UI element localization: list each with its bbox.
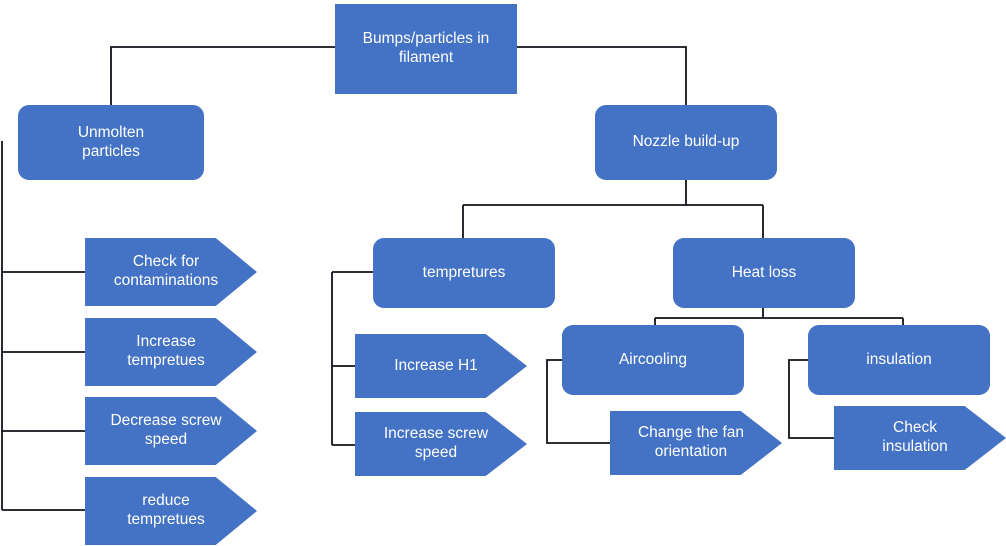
node-reduce-tempretues[interactable]: reduce tempretues (85, 477, 257, 545)
node-check-for-contaminations[interactable]: Check for contaminations (85, 238, 257, 306)
node-label-increase-h1: Increase H1 (394, 356, 478, 374)
node-nozzle-build-up[interactable]: Nozzle build-up (595, 105, 777, 180)
node-label-increase-tempretues: Increase tempretues (127, 333, 205, 369)
connector-root-to-unmolten (110, 46, 426, 105)
node-root[interactable]: Bumps/particles in filament (335, 4, 517, 94)
node-label-change-the-fan-orientation: Change the fan orientation (637, 424, 744, 460)
node-increase-screw-speed[interactable]: Increase screw speed (355, 412, 527, 476)
node-check-insulation[interactable]: Check insulation (834, 406, 1006, 470)
node-label-nozzle-build-up: Nozzle build-up (632, 133, 740, 151)
node-decrease-screw-speed[interactable]: Decrease screw speed (85, 397, 257, 465)
node-change-the-fan-orientation[interactable]: Change the fan orientation (610, 411, 782, 475)
node-label-aircooling: Aircooling (618, 350, 688, 368)
connector-root-to-nozzle (517, 46, 687, 105)
node-unmolten-particles[interactable]: Unmolten particles (18, 105, 204, 180)
connector-insulation-to-check-insulation (788, 359, 834, 439)
node-tempretures[interactable]: tempretures (373, 238, 555, 308)
node-label-unmolten-particles: Unmolten particles (77, 123, 145, 160)
node-label-check-insulation: Check insulation (882, 419, 948, 455)
node-label-root: Bumps/particles in filament (362, 30, 490, 66)
node-increase-h1[interactable]: Increase H1 (355, 334, 527, 398)
node-aircooling[interactable]: Aircooling (562, 325, 744, 395)
node-label-check-for-contaminations: Check for contaminations (113, 253, 219, 289)
node-label-insulation: insulation (866, 350, 932, 368)
node-insulation[interactable]: insulation (808, 325, 990, 395)
node-label-heat-loss: Heat loss (731, 263, 797, 281)
node-increase-tempretues[interactable]: Increase tempretues (85, 318, 257, 386)
node-label-reduce-tempretues: reduce tempretues (127, 492, 205, 528)
node-label-increase-screw-speed: Increase screw speed (383, 425, 489, 461)
connector-aircooling-to-change-fan (546, 359, 610, 444)
node-label-tempretures: tempretures (422, 263, 506, 281)
node-heat-loss[interactable]: Heat loss (673, 238, 855, 308)
node-label-decrease-screw-speed: Decrease screw speed (110, 412, 222, 448)
